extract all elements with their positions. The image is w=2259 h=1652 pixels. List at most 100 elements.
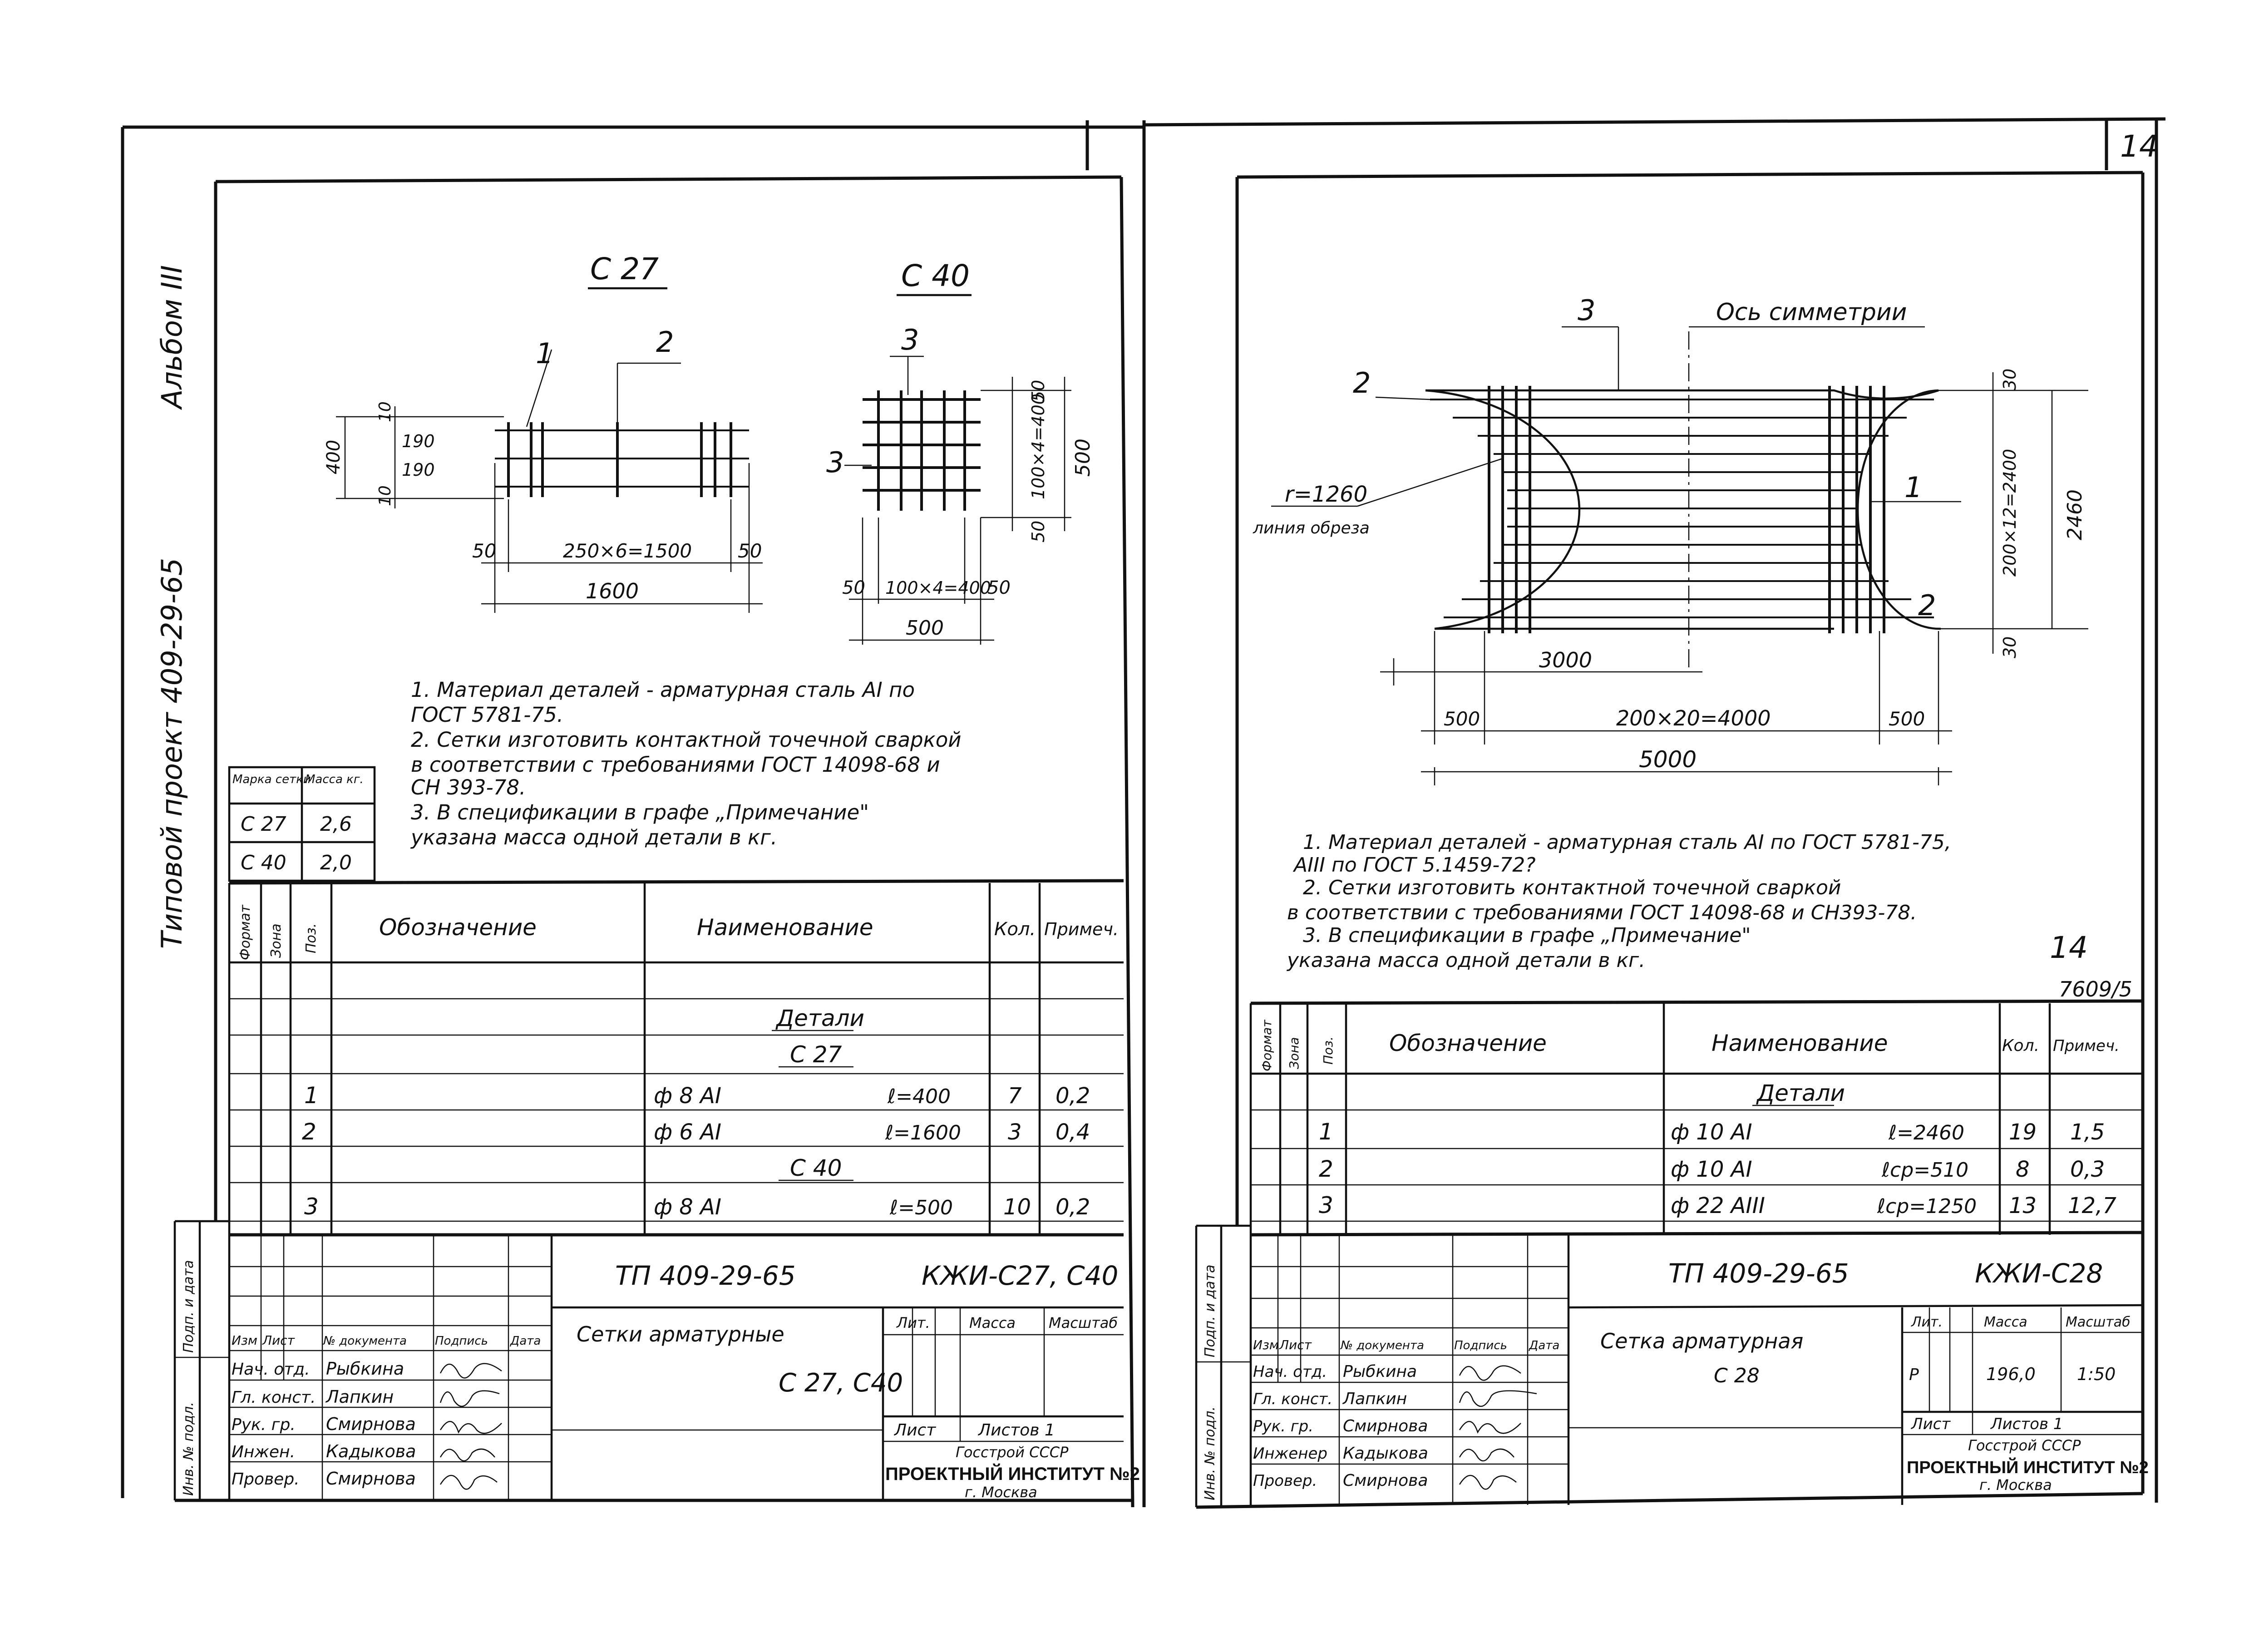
- spec-pos: 3: [1319, 1192, 1333, 1218]
- right-side-strip: Инв. № подл. Подп. и дата: [1195, 1224, 1251, 1507]
- stamp-person: Смирнова: [1343, 1471, 1428, 1490]
- c28-label: 3: [1578, 294, 1595, 327]
- stamp-title: С 28: [1714, 1364, 1760, 1387]
- stamp-role: Гл. конст.: [232, 1388, 316, 1407]
- spec-note: 0,2: [1056, 1083, 1090, 1109]
- left-sheet: С 27 1 2 400 10 190 190 10: [173, 175, 1140, 1508]
- note-line: указана масса одной детали в кг.: [410, 825, 777, 849]
- spec-qty: 7: [1008, 1083, 1022, 1109]
- fig-c27-dims: 250×6=1500: [563, 540, 692, 562]
- spec-header: Наименование: [1712, 1030, 1888, 1056]
- stamp-project: ТП 409-29-65: [1668, 1258, 1849, 1289]
- c27-mesh: [495, 422, 749, 497]
- c28-label: r=1260: [1285, 482, 1367, 507]
- side-label: Инв. № подл.: [1202, 1406, 1218, 1500]
- spec-len: ℓср=1250: [1877, 1195, 1977, 1218]
- side-label: Инв. № подл.: [181, 1402, 197, 1496]
- right-sheet: 14: [1195, 129, 2158, 1509]
- c28-label: 1: [1904, 471, 1922, 504]
- stamp-hdr: Лист: [262, 1333, 295, 1348]
- mass-table-header: Марка сетки: [232, 773, 311, 786]
- spec-header: Примеч.: [1044, 919, 1119, 939]
- signature: [439, 1390, 500, 1407]
- stamp-org: ПРОЕКТНЫЙ ИНСТИТУТ №2: [885, 1463, 1140, 1484]
- album-label: Альбом III: [155, 265, 188, 410]
- stamp-code: КЖИ-С27, С40: [922, 1260, 1118, 1291]
- stamp-hdr: Подпись: [435, 1334, 488, 1348]
- fig-c40-dims: 50: [842, 577, 865, 598]
- stamp-hdr: Изм: [1253, 1337, 1279, 1352]
- stamp-hdr: Дата: [1529, 1339, 1559, 1352]
- note-line: ГОСТ 5781-75.: [411, 703, 563, 727]
- stamp-org: Госстрой СССР: [956, 1444, 1069, 1461]
- stamp-role: Провер.: [232, 1470, 300, 1489]
- signature: [439, 1420, 502, 1434]
- stamp-col: Масштаб: [1049, 1314, 1118, 1331]
- stamp-role: Рук. гр.: [232, 1415, 296, 1434]
- spec-subsection: С 27: [790, 1041, 842, 1068]
- mass-table-cell: 2,6: [320, 813, 352, 836]
- signature: [1459, 1420, 1521, 1434]
- note-line: СН 393-78.: [411, 775, 526, 799]
- mass-table-cell: 2,0: [320, 851, 352, 874]
- fig-c27-title: С 27: [590, 251, 659, 286]
- spec-len: ℓ=1600: [885, 1121, 961, 1144]
- note-line: в соответствии с требованиями ГОСТ 14098…: [1287, 901, 1917, 924]
- stamp-lit: Р: [1909, 1366, 1919, 1384]
- stamp-col: Лит.: [896, 1314, 930, 1331]
- spec-name: ф 8 АI: [654, 1083, 721, 1109]
- spec-name: ф 8 АI: [654, 1194, 721, 1220]
- fig-c27-dims: 190: [402, 460, 435, 480]
- side-label: Подп. и дата: [1202, 1265, 1218, 1357]
- spec-note: 0,2: [1056, 1194, 1090, 1220]
- stamp-col: Лит.: [1911, 1314, 1943, 1330]
- stamp-role: Нач. отд.: [1253, 1363, 1327, 1381]
- spec-len: ℓ=500: [889, 1196, 953, 1219]
- note-line: 3. В спецификации в графе „Примечание": [1303, 924, 1751, 947]
- spec-note: 0,4: [1056, 1119, 1090, 1145]
- stamp-org: г. Москва: [965, 1484, 1037, 1501]
- page-number: 14: [2120, 129, 2158, 164]
- mass-table: Марка сетки Масса кг. С 27 2,6 С 40 2,0: [228, 766, 376, 882]
- stamp-person: Рыбкина: [326, 1359, 404, 1379]
- stamp-title: Сетки арматурные: [577, 1322, 784, 1346]
- note-line: 2. Сетки изготовить контактной точечной …: [1303, 876, 1841, 899]
- stamp-col: Масса: [1984, 1314, 2027, 1330]
- left-title-block: ТП 409-29-65 КЖИ-С27, С40 Сетки арматурн…: [228, 1233, 1140, 1501]
- spec-section: Детали: [1756, 1080, 1845, 1106]
- fig-c40-title: С 40: [901, 258, 970, 293]
- stamp-role: Провер.: [1253, 1472, 1317, 1490]
- stamp-role: Инжен.: [232, 1443, 295, 1461]
- spec-pos: 3: [304, 1193, 319, 1220]
- fig-c27-dims: 400: [323, 440, 344, 474]
- signature: [1459, 1365, 1521, 1381]
- spec-qty: 13: [2009, 1193, 2037, 1218]
- spec-name: ф 10 АI: [1671, 1119, 1752, 1145]
- spec-qty: 10: [1003, 1194, 1031, 1220]
- spec-pos: 1: [304, 1082, 319, 1109]
- stamp-code: КЖИ-С28: [1975, 1258, 2103, 1289]
- left-notes: 1. Материал деталей - арматурная сталь А…: [410, 678, 961, 849]
- spec-header: Наименование: [697, 914, 873, 941]
- stamp-role: Гл. конст.: [1253, 1390, 1332, 1408]
- fig-c27-dims: 10: [376, 401, 395, 422]
- spec-section: Детали: [775, 1005, 864, 1031]
- c40-mesh: [863, 390, 981, 511]
- spec-header: Формат: [1259, 1020, 1274, 1071]
- c28-label: 500: [1444, 708, 1480, 730]
- note-line: АIII по ГОСТ 5.1459-72?: [1292, 853, 1536, 877]
- signature: [439, 1474, 498, 1490]
- mass-table-header: Масса кг.: [305, 773, 364, 786]
- stamp-person: Кадыкова: [326, 1441, 416, 1461]
- spec-len: ℓ=400: [887, 1085, 951, 1108]
- stamp-person: Смирнова: [326, 1469, 416, 1489]
- mass-table-cell: С 40: [241, 851, 286, 874]
- stamp-hdr: Дата: [510, 1334, 541, 1348]
- side-label: Подп. и дата: [181, 1260, 197, 1353]
- stamp-person: Смирнова: [1343, 1417, 1428, 1435]
- c28-label: 200×20=4000: [1616, 706, 1771, 730]
- note-line: 1. Материал деталей - арматурная сталь А…: [1303, 831, 1951, 854]
- spec-header: Зона: [268, 923, 284, 958]
- fig-c27-dims: 50: [472, 540, 496, 562]
